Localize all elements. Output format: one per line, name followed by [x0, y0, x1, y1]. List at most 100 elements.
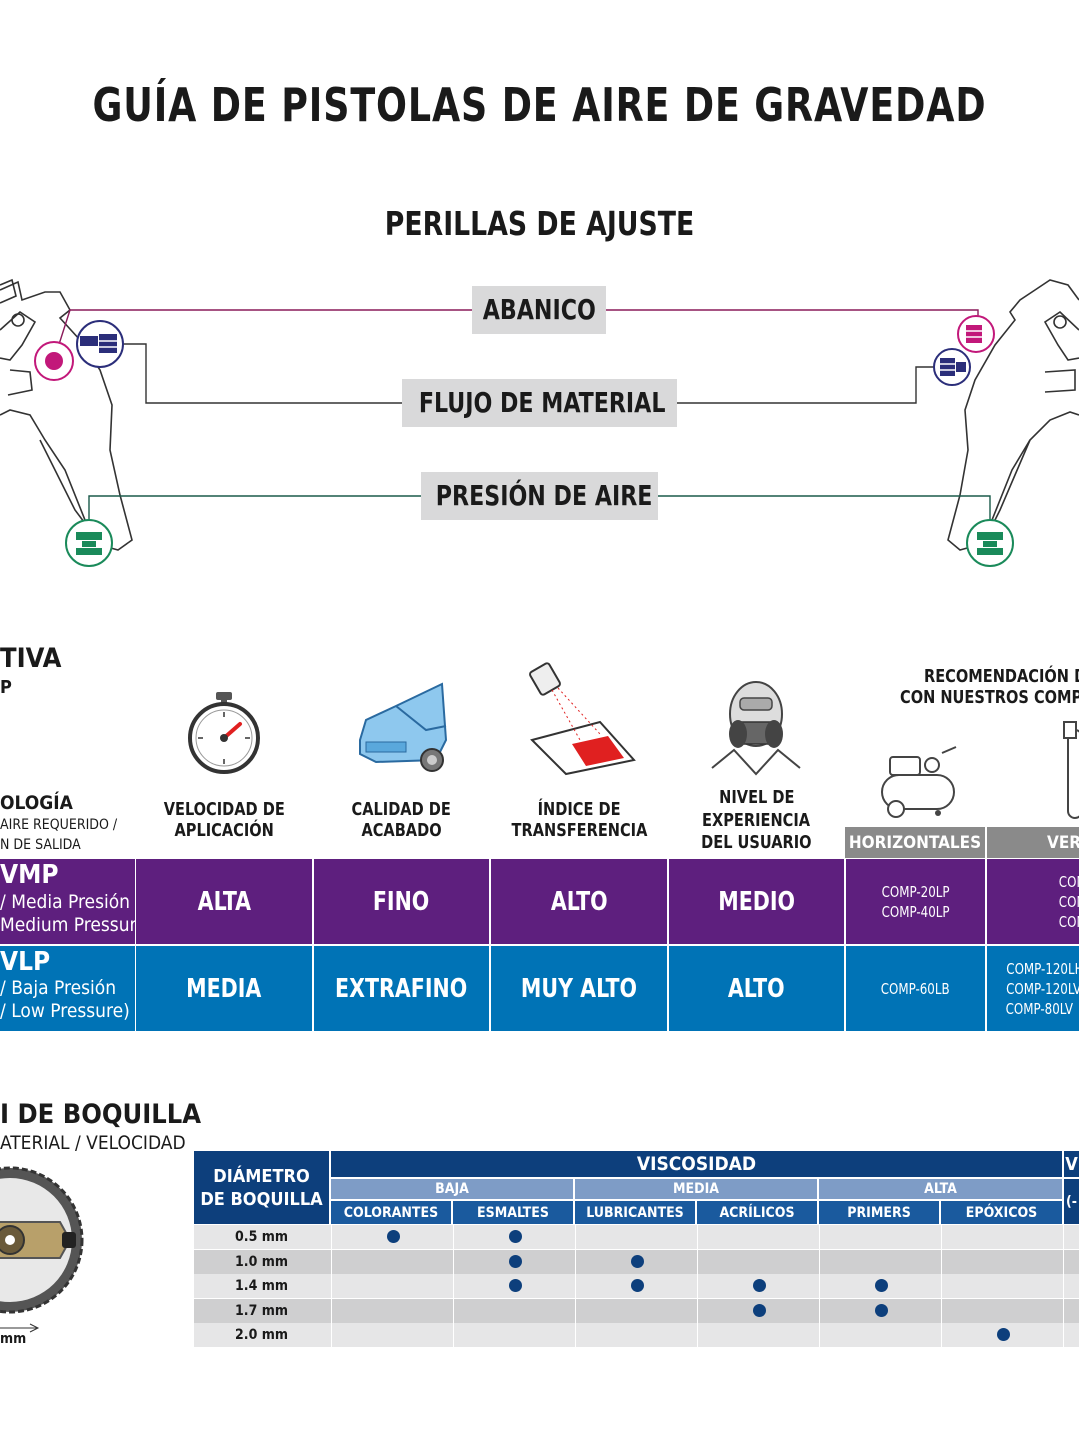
presion-knob-right-icon: [966, 519, 1014, 567]
material-lubricantes: LUBRICANTES: [575, 1201, 695, 1224]
material-acrilicos: ACRÍLICOS: [697, 1201, 817, 1224]
group-media: MEDIA: [575, 1179, 817, 1199]
viscosity-cell: [697, 1274, 819, 1298]
viscosity-cell: [575, 1323, 697, 1347]
nozzle-icon: [0, 1166, 84, 1314]
viscosity-cell: [331, 1225, 453, 1249]
page-title: GUÍA DE PISTOLAS DE AIRE DE GRAVEDAD: [92, 78, 987, 132]
viscosity-header: VISCOSIDAD: [331, 1151, 1062, 1177]
vlp-calidad: EXTRAFINO: [314, 946, 489, 1031]
viscosity-cell-right: [1063, 1274, 1079, 1298]
viscosity-cell: [575, 1274, 697, 1298]
viscosity-cell: [331, 1274, 453, 1298]
flujo-knob-left-icon: [76, 320, 124, 368]
viscosity-cell: [941, 1225, 1063, 1249]
compatibility-dot: [752, 1279, 766, 1292]
table-row: 1.0 mm: [194, 1249, 1079, 1274]
nozzle-size-label: 1.7 mm: [235, 1302, 288, 1319]
tab-horizontales: HORIZONTALES: [845, 827, 985, 858]
stopwatch-icon: [188, 692, 260, 774]
adjust-knobs-title: PERILLAS DE AJUSTE: [384, 204, 695, 243]
viscosity-cell-right: [1063, 1225, 1079, 1249]
vlp-horizontales: COMP-60LB: [846, 946, 985, 1031]
row-vlp-sub1: / Baja Presión: [0, 977, 117, 999]
viscosity-cell: [941, 1274, 1063, 1298]
compatibility-dot: [630, 1254, 644, 1268]
viscosity-cell: [453, 1274, 575, 1298]
vlp-velocidad: MEDIA: [136, 946, 312, 1031]
viscosity-cell: [453, 1298, 575, 1323]
abanico-label: ABANICO: [472, 286, 606, 334]
presion-knob-left-icon: [65, 519, 113, 567]
comparison-subtitle: P: [0, 677, 12, 698]
row-vmp-sub1: / Media Presión: [0, 891, 131, 913]
vmp-velocidad: ALTA: [136, 859, 312, 944]
vmp-verticales: CONCONCON: [987, 859, 1079, 944]
row-vmp-sub2: Medium Pressure): [0, 914, 154, 936]
viscosity-cell: [819, 1225, 941, 1249]
compatibility-dot: [508, 1279, 522, 1292]
presion-aire-label: PRESIÓN DE AIRE: [421, 472, 658, 520]
technology-subheader-1: AIRE REQUERIDO /: [0, 817, 118, 833]
nozzle-size-label: 2.0 mm: [235, 1327, 288, 1343]
compatibility-dot: [874, 1303, 888, 1317]
viscosity-cell: [575, 1298, 697, 1323]
viscosity-cell: [331, 1298, 453, 1323]
table-row: 2.0 mm: [194, 1323, 1079, 1347]
spray-gun-diagram: [0, 278, 1079, 567]
abanico-knob-right-icon: [957, 315, 995, 353]
vmp-calidad: FINO: [314, 859, 489, 944]
horizontal-compressor-icon: [881, 746, 957, 818]
tab-verticales: VERT: [987, 827, 1079, 858]
material-epoxicos: EPÓXICOS: [941, 1201, 1062, 1224]
viscosity-cell: [575, 1225, 697, 1249]
row-vmp-name: VMP: [0, 860, 59, 890]
abanico-knob-left-icon: [34, 341, 74, 381]
viscosity-cell-right: [1063, 1298, 1079, 1323]
spray-transfer-icon: [529, 662, 636, 776]
vertical-compressor-icon: [1063, 721, 1079, 819]
vmp-indice: ALTO: [491, 859, 667, 944]
compatibility-dot: [874, 1279, 888, 1292]
material-primers: PRIMERS: [819, 1201, 939, 1224]
viscosity-cell: [453, 1249, 575, 1274]
nozzle-size-label: 1.4 mm: [235, 1278, 288, 1294]
row-vlp-name: VLP: [0, 947, 51, 977]
comparison-title: TIVA: [0, 643, 62, 674]
viscosity-cell: [697, 1249, 819, 1274]
material-right-cut: (-: [1064, 1179, 1079, 1224]
vmp-nivel: MEDIO: [669, 859, 844, 944]
viscosity-cell: [575, 1249, 697, 1274]
compatibility-dot: [508, 1254, 522, 1268]
vlp-indice: MUY ALTO: [491, 946, 667, 1031]
compatibility-dot: [996, 1328, 1010, 1341]
technology-header: OLOGÍA: [0, 792, 73, 814]
compatibility-dot: [752, 1303, 766, 1317]
viscosity-cell: [819, 1298, 941, 1323]
viscosity-cell: [453, 1225, 575, 1249]
viscosity-cell: [819, 1249, 941, 1274]
row-vlp-sub2: / Low Pressure): [0, 1000, 130, 1022]
viscosity-cell: [697, 1298, 819, 1323]
viscosity-cell-right: [1063, 1249, 1079, 1274]
row-vlp-header: [0, 946, 135, 1031]
nozzle-size-label: 1.0 mm: [235, 1253, 288, 1270]
viscosity-cell: [819, 1274, 941, 1298]
compatibility-dot: [630, 1279, 644, 1292]
viscosity-cell: [941, 1249, 1063, 1274]
viscosity-cell: [331, 1249, 453, 1274]
viscosity-cell: [453, 1323, 575, 1347]
compatibility-dot: [508, 1230, 522, 1243]
table-row: 1.4 mm: [194, 1274, 1079, 1298]
table-row: 0.5 mm: [194, 1225, 1079, 1249]
vlp-nivel: ALTO: [669, 946, 844, 1031]
material-esmaltes: ESMALTES: [453, 1201, 573, 1224]
viscosity-cell: [697, 1225, 819, 1249]
flujo-knob-right-icon: [933, 348, 971, 386]
